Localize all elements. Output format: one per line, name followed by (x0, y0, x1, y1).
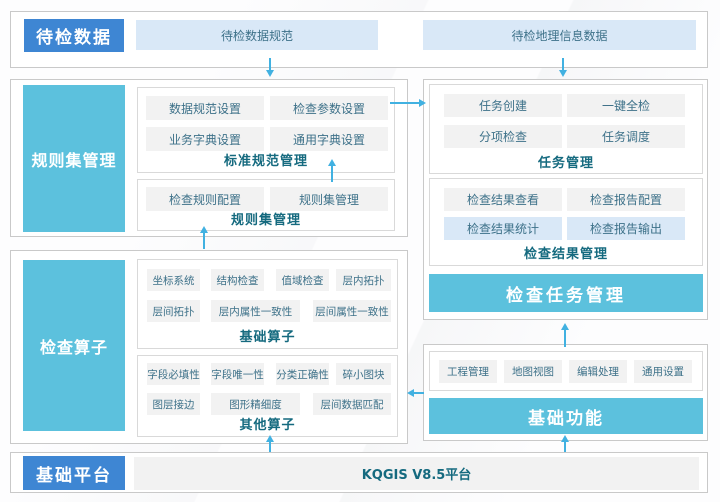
op-classification-correct: 分类正确性 (276, 363, 329, 385)
op-domain-check: 值域检查 (276, 269, 329, 291)
platform-section: 基础平台 KQGIS V8.5平台 (10, 452, 708, 493)
other-operators-group: 字段必填性 字段唯一性 分类正确性 碎小图块 图层接边 图形精细度 层间数据匹配… (137, 355, 398, 437)
check-operators-label: 检查算子 (23, 260, 125, 431)
task-management-group: 任务创建 一键全检 分项检查 任务调度 任务管理 (429, 84, 703, 174)
pending-data-section: 待检数据 待检数据规范 待检地理信息数据 (10, 11, 708, 68)
module-check-param-setting: 检查参数设置 (270, 96, 388, 120)
basic-functions-banner: 基础功能 (429, 398, 703, 434)
module-common-settings: 通用设置 (634, 360, 692, 383)
module-item-check: 分项检查 (444, 125, 562, 148)
module-task-create: 任务创建 (444, 94, 562, 117)
module-report-config: 检查报告配置 (567, 188, 685, 211)
basic-operators-group: 坐标系统 结构检查 值域检查 层内拓扑 层间拓扑 层内属性一致性 层间属性一致性… (137, 259, 398, 349)
module-map-view: 地图视图 (504, 360, 562, 383)
flow-arrow-basic-to-task (561, 323, 569, 347)
module-result-view: 检查结果查看 (444, 188, 562, 211)
flow-arrow-spec-down (266, 58, 274, 77)
pending-geo-data-box: 待检地理信息数据 (423, 20, 696, 50)
task-management-group-title: 任务管理 (537, 156, 594, 171)
flow-arrow-platform-to-operators (266, 435, 274, 452)
check-task-section: 任务创建 一键全检 分项检查 任务调度 任务管理 检查结果查看 检查报告配置 检… (423, 79, 708, 320)
module-project-management: 工程管理 (439, 360, 497, 383)
platform-name-box: KQGIS V8.5平台 (134, 457, 699, 490)
standard-spec-group-title: 标准规范管理 (223, 154, 308, 169)
op-small-fragment: 碎小图块 (336, 363, 391, 385)
pending-data-label: 待检数据 (24, 19, 124, 52)
ruleset-group-title: 规则集管理 (230, 213, 301, 228)
op-layer-edge-match: 图层接边 (147, 393, 200, 415)
check-result-group-title: 检查结果管理 (523, 247, 608, 262)
op-graphic-fineness: 图形精细度 (211, 393, 300, 415)
op-field-unique: 字段唯一性 (211, 363, 264, 385)
op-inter-layer-attr-consistency: 层间属性一致性 (313, 300, 391, 322)
ruleset-group: 检查规则配置 规则集管理 规则集管理 (137, 179, 395, 231)
standard-spec-group: 数据规范设置 检查参数设置 业务字典设置 通用字典设置 标准规范管理 (137, 87, 395, 173)
flow-arrow-operators-to-ruleset (200, 226, 208, 249)
ruleset-management-label: 规则集管理 (23, 85, 125, 232)
module-result-statistics: 检查结果统计 (444, 217, 562, 240)
op-intra-layer-topology: 层内拓扑 (336, 269, 391, 291)
op-field-mandatory: 字段必填性 (147, 363, 200, 385)
module-data-spec-setting: 数据规范设置 (146, 96, 264, 120)
flow-arrow-platform-to-basic (561, 435, 569, 452)
module-common-dict-setting: 通用字典设置 (270, 127, 388, 151)
flow-arrow-ruleset-to-task (390, 99, 426, 107)
flow-arrow-ruleset-to-spec (328, 159, 336, 182)
check-task-management-banner: 检查任务管理 (429, 274, 703, 312)
flow-arrow-geodata-down (559, 58, 567, 77)
module-edit-process: 编辑处理 (569, 360, 627, 383)
module-ruleset-management: 规则集管理 (270, 187, 388, 211)
op-inter-layer-data-match: 层间数据匹配 (313, 393, 391, 415)
other-operators-group-title: 其他算子 (239, 418, 296, 433)
module-task-schedule: 任务调度 (567, 125, 685, 148)
op-inter-layer-topology: 层间拓扑 (147, 300, 200, 322)
basic-operators-group-title: 基础算子 (239, 330, 296, 345)
module-business-dict-setting: 业务字典设置 (146, 127, 264, 151)
pending-data-spec-box: 待检数据规范 (136, 20, 378, 50)
op-coordinate-system: 坐标系统 (147, 269, 200, 291)
check-operators-section: 检查算子 坐标系统 结构检查 值域检查 层内拓扑 层间拓扑 层内属性一致性 层间… (10, 250, 408, 444)
flow-arrow-basic-to-operators (407, 389, 424, 397)
module-report-output: 检查报告输出 (567, 217, 685, 240)
platform-label: 基础平台 (23, 456, 125, 490)
check-result-group: 检查结果查看 检查报告配置 检查结果统计 检查报告输出 检查结果管理 (429, 178, 703, 266)
op-intra-layer-attr-consistency: 层内属性一致性 (211, 300, 300, 322)
ruleset-management-section: 规则集管理 数据规范设置 检查参数设置 业务字典设置 通用字典设置 标准规范管理… (10, 79, 408, 237)
module-check-rule-config: 检查规则配置 (146, 187, 264, 211)
op-structure-check: 结构检查 (211, 269, 264, 291)
basic-functions-section: 工程管理 地图视图 编辑处理 通用设置 基础功能 (423, 344, 708, 441)
basic-functions-group: 工程管理 地图视图 编辑处理 通用设置 (429, 351, 703, 391)
module-one-click-check: 一键全检 (567, 94, 685, 117)
